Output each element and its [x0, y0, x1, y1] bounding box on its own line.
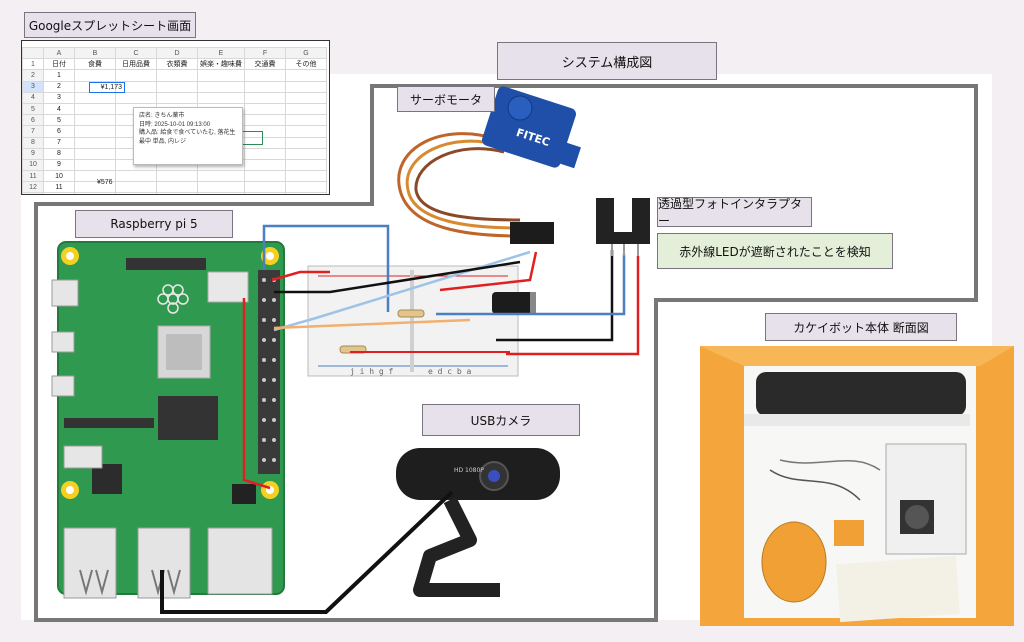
wire-black-sensor — [496, 250, 614, 342]
cell-note-tooltip: 店名: きちん薬市 日時: 2025-10-01 09:13:00 購入品: 給… — [133, 107, 243, 165]
resistor — [397, 309, 425, 318]
usb-camera-cable — [160, 490, 454, 614]
capacitor — [492, 292, 536, 314]
photo-interrupter-label: 透過型フォトインタラプター — [657, 197, 812, 228]
usb-camera-label: USBカメラ — [422, 404, 580, 436]
breadboard — [307, 265, 519, 377]
wire-red-servo — [439, 251, 538, 292]
breadboard-letters-left: j i h g f — [350, 367, 394, 376]
photo-interrupter-icon — [596, 198, 650, 256]
servo-motor-label: サーボモータ — [397, 86, 495, 112]
camera-label-text: HD 1080P — [454, 467, 484, 474]
breadboard-letters-right: e d c b a — [428, 367, 472, 376]
wire-red — [271, 270, 330, 282]
wire-lightblue — [273, 250, 531, 332]
servo-motor-icon — [481, 86, 581, 169]
date-cell: 11 — [43, 181, 75, 194]
wire-orange — [273, 318, 471, 330]
servo-cable — [397, 132, 521, 238]
ir-detect-description: 赤外線LEDが遮断されたことを検知 — [657, 233, 893, 269]
usb-camera-icon — [396, 448, 560, 597]
food-amount-row12: ¥576 — [97, 179, 113, 186]
raspberry-pi-label: Raspberry pi 5 — [75, 210, 233, 238]
system-frame-outline — [34, 84, 978, 622]
spreadsheet-table: A B C D E F G 1 日付 食費 日用品費 衣類費 娯楽・趣味費 交通… — [22, 46, 327, 194]
kakeibot-cross-section-label: カケイボット本体 断面図 — [765, 313, 957, 341]
wire-red-pi-bottom — [242, 298, 271, 490]
wire-black — [274, 260, 521, 294]
spreadsheet-screen: A B C D E F G 1 日付 食費 日用品費 衣類費 娯楽・趣味費 交通… — [21, 40, 330, 195]
kakeibot-box-photo — [700, 346, 1014, 626]
spreadsheet-title-label: Googleスプレットシート画面 — [24, 12, 196, 38]
wire-red-sensor — [506, 256, 640, 356]
food-amount-row3: ¥1,173 — [89, 82, 125, 93]
system-diagram-title-label: システム構成図 — [497, 42, 717, 80]
category-header: 日付 — [43, 58, 75, 71]
date-cell: 6 — [43, 125, 75, 138]
raspberry-logo-icon — [157, 284, 189, 314]
wire-blue-sensor — [436, 254, 626, 316]
wire-blue — [262, 224, 390, 312]
raspberry-pi-board — [51, 241, 285, 599]
col-header: A — [43, 46, 75, 60]
